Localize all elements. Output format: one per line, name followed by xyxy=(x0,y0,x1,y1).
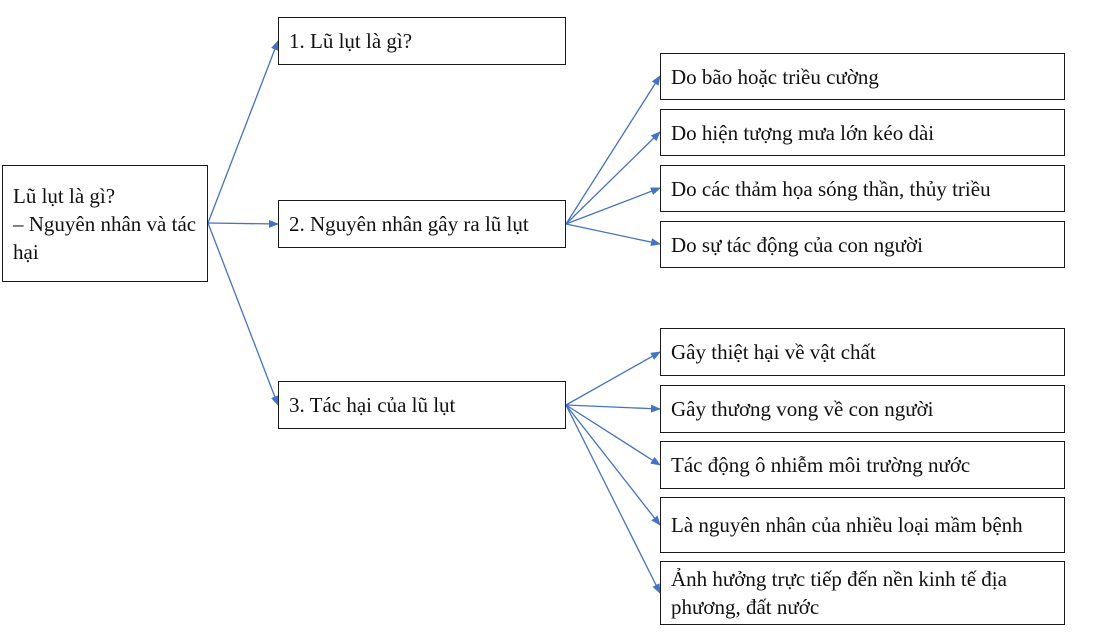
cause-node-2: Do hiện tượng mưa lớn kéo dài xyxy=(660,109,1065,156)
branch-node-1: 1. Lũ lụt là gì? xyxy=(278,17,566,65)
effect-node-5-text: Ảnh hưởng trực tiếp đến nền kinh tế địa … xyxy=(671,567,1007,619)
effect-node-4: Là nguyên nhân của nhiều loại mầm bệnh xyxy=(660,497,1065,553)
branch-node-2: 2. Nguyên nhân gây ra lũ lụt xyxy=(278,200,566,248)
effect-node-2: Gây thương vong về con người xyxy=(660,385,1065,433)
connector-branch-3-to-effect-4 xyxy=(565,404,661,526)
effect-node-4-text: Là nguyên nhân của nhiều loại mầm bệnh xyxy=(671,513,1023,537)
cause-node-3-text: Do các thảm họa sóng thần, thủy triều xyxy=(671,176,991,201)
effect-node-3-text: Tác động ô nhiễm môi trường nước xyxy=(671,453,971,477)
branch-node-3-text: 3. Tác hại của lũ lụt xyxy=(289,393,456,417)
root-node: Lũ lụt là gì? – Nguyên nhân và tác hại xyxy=(2,165,208,282)
connector-branch-3-to-effect-2 xyxy=(565,404,661,413)
connector-branch-2-to-cause-1 xyxy=(565,75,661,225)
connector-branch-3-to-effect-3 xyxy=(565,404,661,466)
cause-node-3: Do các thảm họa sóng thần, thủy triều xyxy=(660,165,1065,212)
connector-branch-2-to-cause-4 xyxy=(565,223,661,247)
connector-root-to-branch-3 xyxy=(207,222,279,406)
connector-branch-2-to-cause-2 xyxy=(565,131,661,225)
connector-branch-2-to-cause-3 xyxy=(565,187,661,225)
effect-node-5: Ảnh hưởng trực tiếp đến nền kinh tế địa … xyxy=(660,561,1065,625)
branch-node-1-text: 1. Lũ lụt là gì? xyxy=(289,29,413,53)
branch-node-3: 3. Tác hại của lũ lụt xyxy=(278,381,566,429)
root-node-text: Lũ lụt là gì? – Nguyên nhân và tác hại xyxy=(13,183,197,264)
connector-branch-3-to-effect-5 xyxy=(565,404,661,594)
effect-node-1-text: Gây thiệt hại về vật chất xyxy=(671,340,876,364)
branch-node-2-text: 2. Nguyên nhân gây ra lũ lụt xyxy=(289,212,529,236)
effect-node-1: Gây thiệt hại về vật chất xyxy=(660,328,1065,376)
effect-node-3: Tác động ô nhiễm môi trường nước xyxy=(660,441,1065,489)
cause-node-2-text: Do hiện tượng mưa lớn kéo dài xyxy=(671,120,935,145)
cause-node-1-text: Do bão hoặc triều cường xyxy=(671,64,879,89)
cause-node-1: Do bão hoặc triều cường xyxy=(660,53,1065,100)
cause-node-4: Do sự tác động của con người xyxy=(660,221,1065,268)
connector-branch-3-to-effect-1 xyxy=(565,351,661,406)
cause-node-4-text: Do sự tác động của con người xyxy=(671,232,923,257)
connector-root-to-branch-1 xyxy=(207,40,279,224)
effect-node-2-text: Gây thương vong về con người xyxy=(671,397,934,421)
connector-root-to-branch-2 xyxy=(207,219,279,228)
